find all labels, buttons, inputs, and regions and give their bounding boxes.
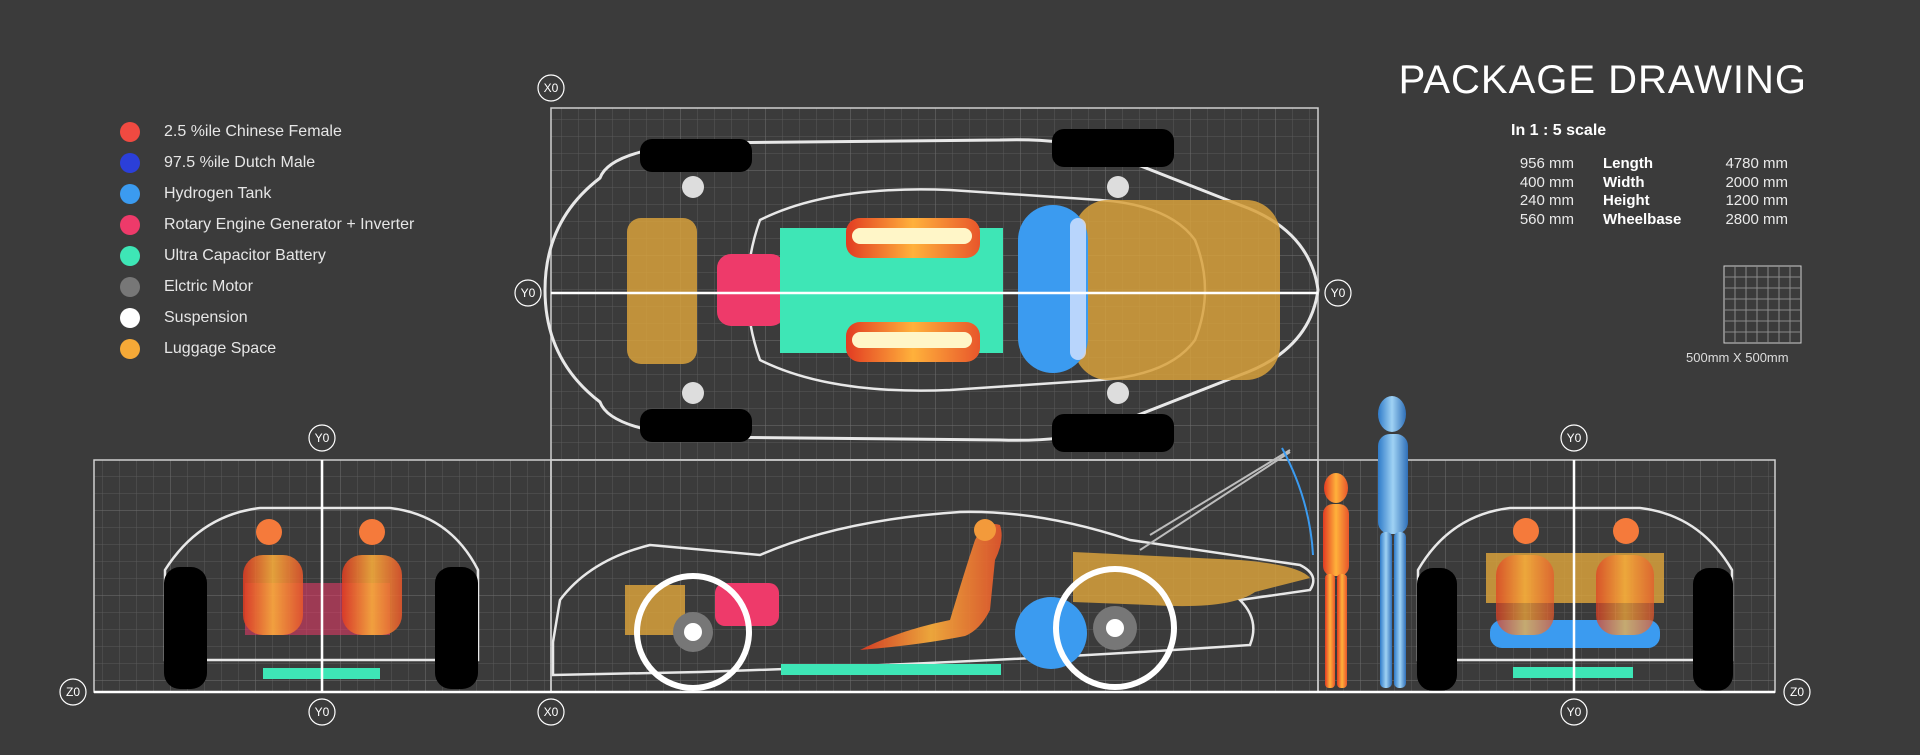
- svg-text:Y0: Y0: [1331, 286, 1346, 300]
- spec-value: 400 mm: [1519, 173, 1574, 191]
- wheel-left-rear-view: [164, 567, 207, 689]
- occupant-right-rear-view: [342, 519, 402, 635]
- wheel-front-right-top: [1052, 414, 1174, 452]
- spec-value: 240 mm: [1519, 192, 1574, 209]
- spec-value: 560 mm: [1519, 210, 1574, 228]
- page-title: PACKAGE DRAWING: [1398, 58, 1807, 102]
- axis-marker-y0-top-left: Y0: [514, 279, 542, 307]
- component-legend: 2.5 %ile Chinese Female 97.5 %ile Dutch …: [120, 116, 414, 364]
- hydrogen-tank-side: [1015, 597, 1087, 669]
- legend-dot: [120, 183, 140, 204]
- spec-dimension: 2800 mm: [1725, 210, 1788, 228]
- svg-text:X0: X0: [544, 705, 559, 719]
- spec-dimension: 4780 mm: [1725, 155, 1788, 172]
- wheel-right-front-view: [1693, 568, 1733, 691]
- axis-marker-z0-left: Z0: [59, 678, 87, 706]
- svg-text:Y0: Y0: [521, 286, 536, 300]
- legend-dot: [120, 121, 140, 142]
- svg-text:Y0: Y0: [315, 705, 330, 719]
- rear-view-panel: [93, 459, 552, 693]
- wheel-front-left-top: [1052, 129, 1174, 167]
- wheel-left-front-view: [1417, 568, 1457, 691]
- occupant-right-top: [846, 322, 980, 362]
- wheel-rear-side: [634, 573, 752, 691]
- legend-dot: [120, 152, 140, 173]
- car-body-side-outline: [551, 510, 1315, 677]
- luggage-space-front-side: [1073, 552, 1310, 607]
- svg-text:Z0: Z0: [66, 685, 80, 699]
- spec-row-wheelbase: 560 mm Wheelbase 2800 mm: [1490, 211, 1788, 230]
- svg-text:Y0: Y0: [315, 431, 330, 445]
- legend-dot: [120, 307, 140, 328]
- legend-label: Suspension: [164, 308, 248, 326]
- svg-text:Z0: Z0: [1790, 685, 1804, 699]
- male-standing-figure: [1378, 396, 1408, 688]
- axis-marker-x0-bottom: X0: [537, 698, 565, 726]
- legend-item-rotary-engine: Rotary Engine Generator + Inverter: [120, 209, 414, 240]
- legend-item-luggage-space: Luggage Space: [120, 333, 414, 364]
- scale-label: In 1 : 5 scale: [1511, 122, 1607, 139]
- capacitor-battery-side: [781, 664, 1001, 675]
- svg-text:Y0: Y0: [1567, 431, 1582, 445]
- occupant-left-rear-view: [243, 519, 303, 635]
- legend-item-hydrogen-tank: Hydrogen Tank: [120, 178, 414, 209]
- legend-label: Elctric Motor: [164, 277, 253, 295]
- legend-item-dutch-male: 97.5 %ile Dutch Male: [120, 147, 414, 178]
- svg-text:Y0: Y0: [1567, 705, 1582, 719]
- spec-value: 956 mm: [1519, 155, 1574, 172]
- luggage-space-front-top: [1074, 200, 1280, 380]
- spec-table: 956 mm Length 4780 mm 400 mm Width 2000 …: [1490, 155, 1788, 229]
- occupant-right-front-view: [1596, 518, 1654, 635]
- side-view-panel: [550, 447, 1319, 693]
- grid-scale-label: 500mm X 500mm: [1686, 350, 1789, 365]
- legend-label: 97.5 %ile Dutch Male: [164, 153, 316, 171]
- svg-text:X0: X0: [544, 81, 559, 95]
- axis-marker-y0-top-right: Y0: [1324, 279, 1352, 307]
- wheel-right-rear-view: [435, 567, 478, 689]
- wheel-rear-right-top: [640, 409, 752, 442]
- legend-dot: [120, 338, 140, 359]
- spec-row-length: 956 mm Length 4780 mm: [1490, 155, 1788, 174]
- axis-marker-y0-rear-bottom: Y0: [308, 698, 336, 726]
- axis-marker-y0-front-top: Y0: [1560, 424, 1588, 452]
- spec-dimension: 2000 mm: [1725, 173, 1788, 191]
- spec-name: Wheelbase: [1603, 210, 1682, 228]
- legend-item-electric-motor: Elctric Motor: [120, 271, 414, 302]
- wheel-front-side: [1053, 566, 1177, 690]
- top-view-panel: [543, 107, 1320, 461]
- axis-marker-x0-top: X0: [537, 74, 565, 102]
- legend-label: Ultra Capacitor Battery: [164, 246, 326, 264]
- legend-label: Luggage Space: [164, 339, 277, 357]
- legend-item-capacitor-battery: Ultra Capacitor Battery: [120, 240, 414, 271]
- legend-dot: [120, 276, 140, 297]
- wheel-rear-left-top: [640, 139, 752, 172]
- spec-row-height: 240 mm Height 1200 mm: [1490, 192, 1788, 211]
- legend-label: Rotary Engine Generator + Inverter: [164, 215, 415, 233]
- grid-scale-legend-box: [1723, 265, 1802, 344]
- spec-name: Height: [1603, 192, 1650, 209]
- axis-marker-z0-right: Z0: [1783, 678, 1811, 706]
- legend-dot: [120, 214, 140, 235]
- occupant-left-front-view: [1496, 518, 1554, 635]
- legend-item-chinese-female: 2.5 %ile Chinese Female: [120, 116, 414, 147]
- legend-item-suspension: Suspension: [120, 302, 414, 333]
- spec-name: Length: [1603, 155, 1653, 172]
- legend-dot: [120, 245, 140, 266]
- legend-label: Hydrogen Tank: [164, 184, 272, 202]
- occupant-left-top: [846, 218, 980, 258]
- rotary-engine-top: [717, 254, 785, 326]
- female-standing-figure: [1323, 473, 1349, 688]
- spec-row-width: 400 mm Width 2000 mm: [1490, 174, 1788, 193]
- axis-marker-y0-front-bottom: Y0: [1560, 698, 1588, 726]
- legend-label: 2.5 %ile Chinese Female: [164, 122, 342, 140]
- luggage-space-rear-top: [627, 218, 697, 364]
- axis-marker-y0-rear-top: Y0: [308, 424, 336, 452]
- spec-dimension: 1200 mm: [1725, 192, 1788, 209]
- spec-name: Width: [1603, 173, 1645, 191]
- occupant-side-figure: [860, 524, 1002, 650]
